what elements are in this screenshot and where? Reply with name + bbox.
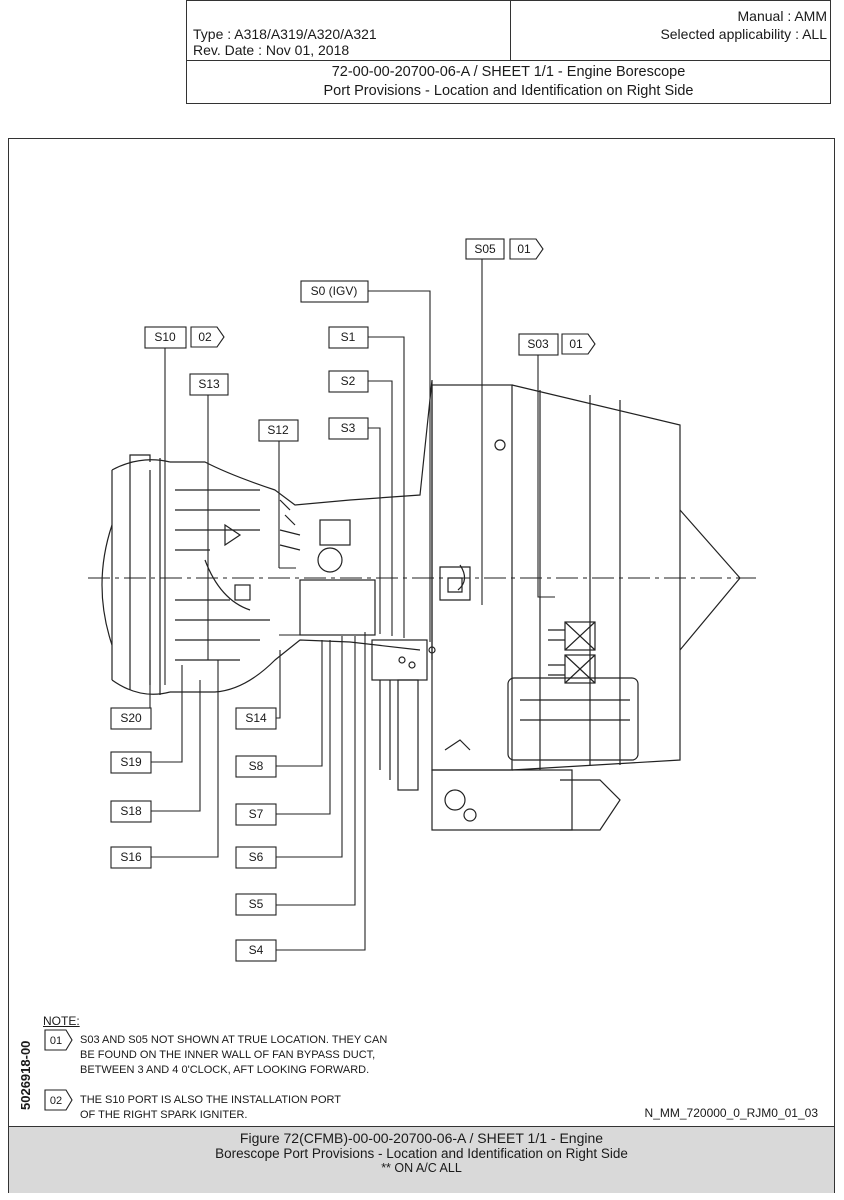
port-label-s6: S6 (249, 850, 264, 864)
port-label-s7: S7 (249, 807, 264, 821)
note-flag-label-01: 01 (50, 1035, 62, 1047)
port-label-s05: S05 (474, 242, 496, 256)
note2-line2: OF THE RIGHT SPARK IGNITER. (80, 1109, 248, 1121)
header-divider (186, 60, 831, 61)
flag-shape-s10 (190, 326, 225, 348)
port-label-s1: S1 (341, 330, 356, 344)
note-flag-label-02: 02 (50, 1095, 62, 1107)
leader-s14 (276, 650, 281, 719)
port-label-s03: S03 (527, 337, 549, 351)
leader-s8 (276, 640, 323, 767)
caption-line3: ** ON A/C ALL (381, 1161, 462, 1175)
sheet-title-line2: Port Provisions - Location and Identific… (323, 83, 694, 99)
exhaust-cone (679, 509, 741, 651)
leader-s2 (368, 380, 393, 636)
leader-s03 (537, 355, 555, 598)
port-label-s3: S3 (341, 421, 356, 435)
note-flag-shape-01 (44, 1029, 73, 1051)
leader-s3 (368, 427, 381, 634)
flag-label-s03: 01 (569, 337, 583, 351)
leader-s1 (368, 336, 405, 638)
port-label-s5: S5 (249, 897, 264, 911)
port-label-s12: S12 (267, 423, 289, 437)
aircraft-type: Type : A318/A319/A320/A321 (193, 26, 377, 42)
leader-s7 (276, 640, 331, 815)
header-divider-vertical (510, 0, 511, 60)
port-label-s0-igv: S0 (IGV) (311, 284, 358, 298)
note1-line1: S03 AND S05 NOT SHOWN AT TRUE LOCATION. … (80, 1034, 388, 1046)
caption-line2: Borescope Port Provisions - Location and… (215, 1146, 628, 1161)
leader-s6 (276, 636, 343, 858)
note1-line2: BE FOUND ON THE INNER WALL OF FAN BYPASS… (80, 1049, 376, 1061)
revision-date: Rev. Date : Nov 01, 2018 (193, 42, 350, 58)
flag-label-s05: 01 (517, 242, 531, 256)
note2-line1: THE S10 PORT IS ALSO THE INSTALLATION PO… (80, 1094, 342, 1106)
note-heading: NOTE: (43, 1014, 80, 1028)
intake-cone (101, 524, 113, 646)
flag-shape-s05 (509, 238, 544, 260)
leader-s18 (151, 680, 201, 812)
applicability: Selected applicability : ALL (660, 26, 827, 42)
port-label-s8: S8 (249, 759, 264, 773)
note-flag-shape-02 (44, 1089, 73, 1111)
flag-shape-s03 (561, 333, 596, 355)
side-document-code: 5026918-00 (18, 1041, 33, 1110)
caption-line1: Figure 72(CFMB)-00-00-20700-06-A / SHEET… (239, 1130, 604, 1146)
port-label-s16: S16 (120, 850, 142, 864)
port-label-s10: S10 (154, 330, 176, 344)
port-label-s4: S4 (249, 943, 264, 957)
manual-name: Manual : AMM (737, 8, 827, 24)
port-label-s2: S2 (341, 374, 356, 388)
leader-s0-igv (368, 290, 431, 642)
sheet-title-line1: 72-00-00-20700-06-A / SHEET 1/1 - Engine… (331, 64, 686, 80)
port-label-s13: S13 (198, 377, 220, 391)
leader-s5 (276, 636, 356, 906)
port-label-s20: S20 (120, 711, 142, 725)
flag-label-s10: 02 (198, 330, 212, 344)
note1-line3: BETWEEN 3 AND 4 0'CLOCK, AFT LOOKING FOR… (80, 1064, 370, 1076)
leader-s19 (151, 665, 183, 763)
port-label-s14: S14 (245, 711, 267, 725)
port-label-s18: S18 (120, 804, 142, 818)
leader-s16 (151, 660, 219, 858)
figure-caption-band: Figure 72(CFMB)-00-00-20700-06-A / SHEET… (9, 1126, 834, 1193)
leader-s4 (276, 632, 366, 951)
port-label-s19: S19 (120, 755, 142, 769)
drawing-reference: N_MM_720000_0_RJM0_01_03 (644, 1106, 818, 1120)
header-box (186, 0, 831, 104)
